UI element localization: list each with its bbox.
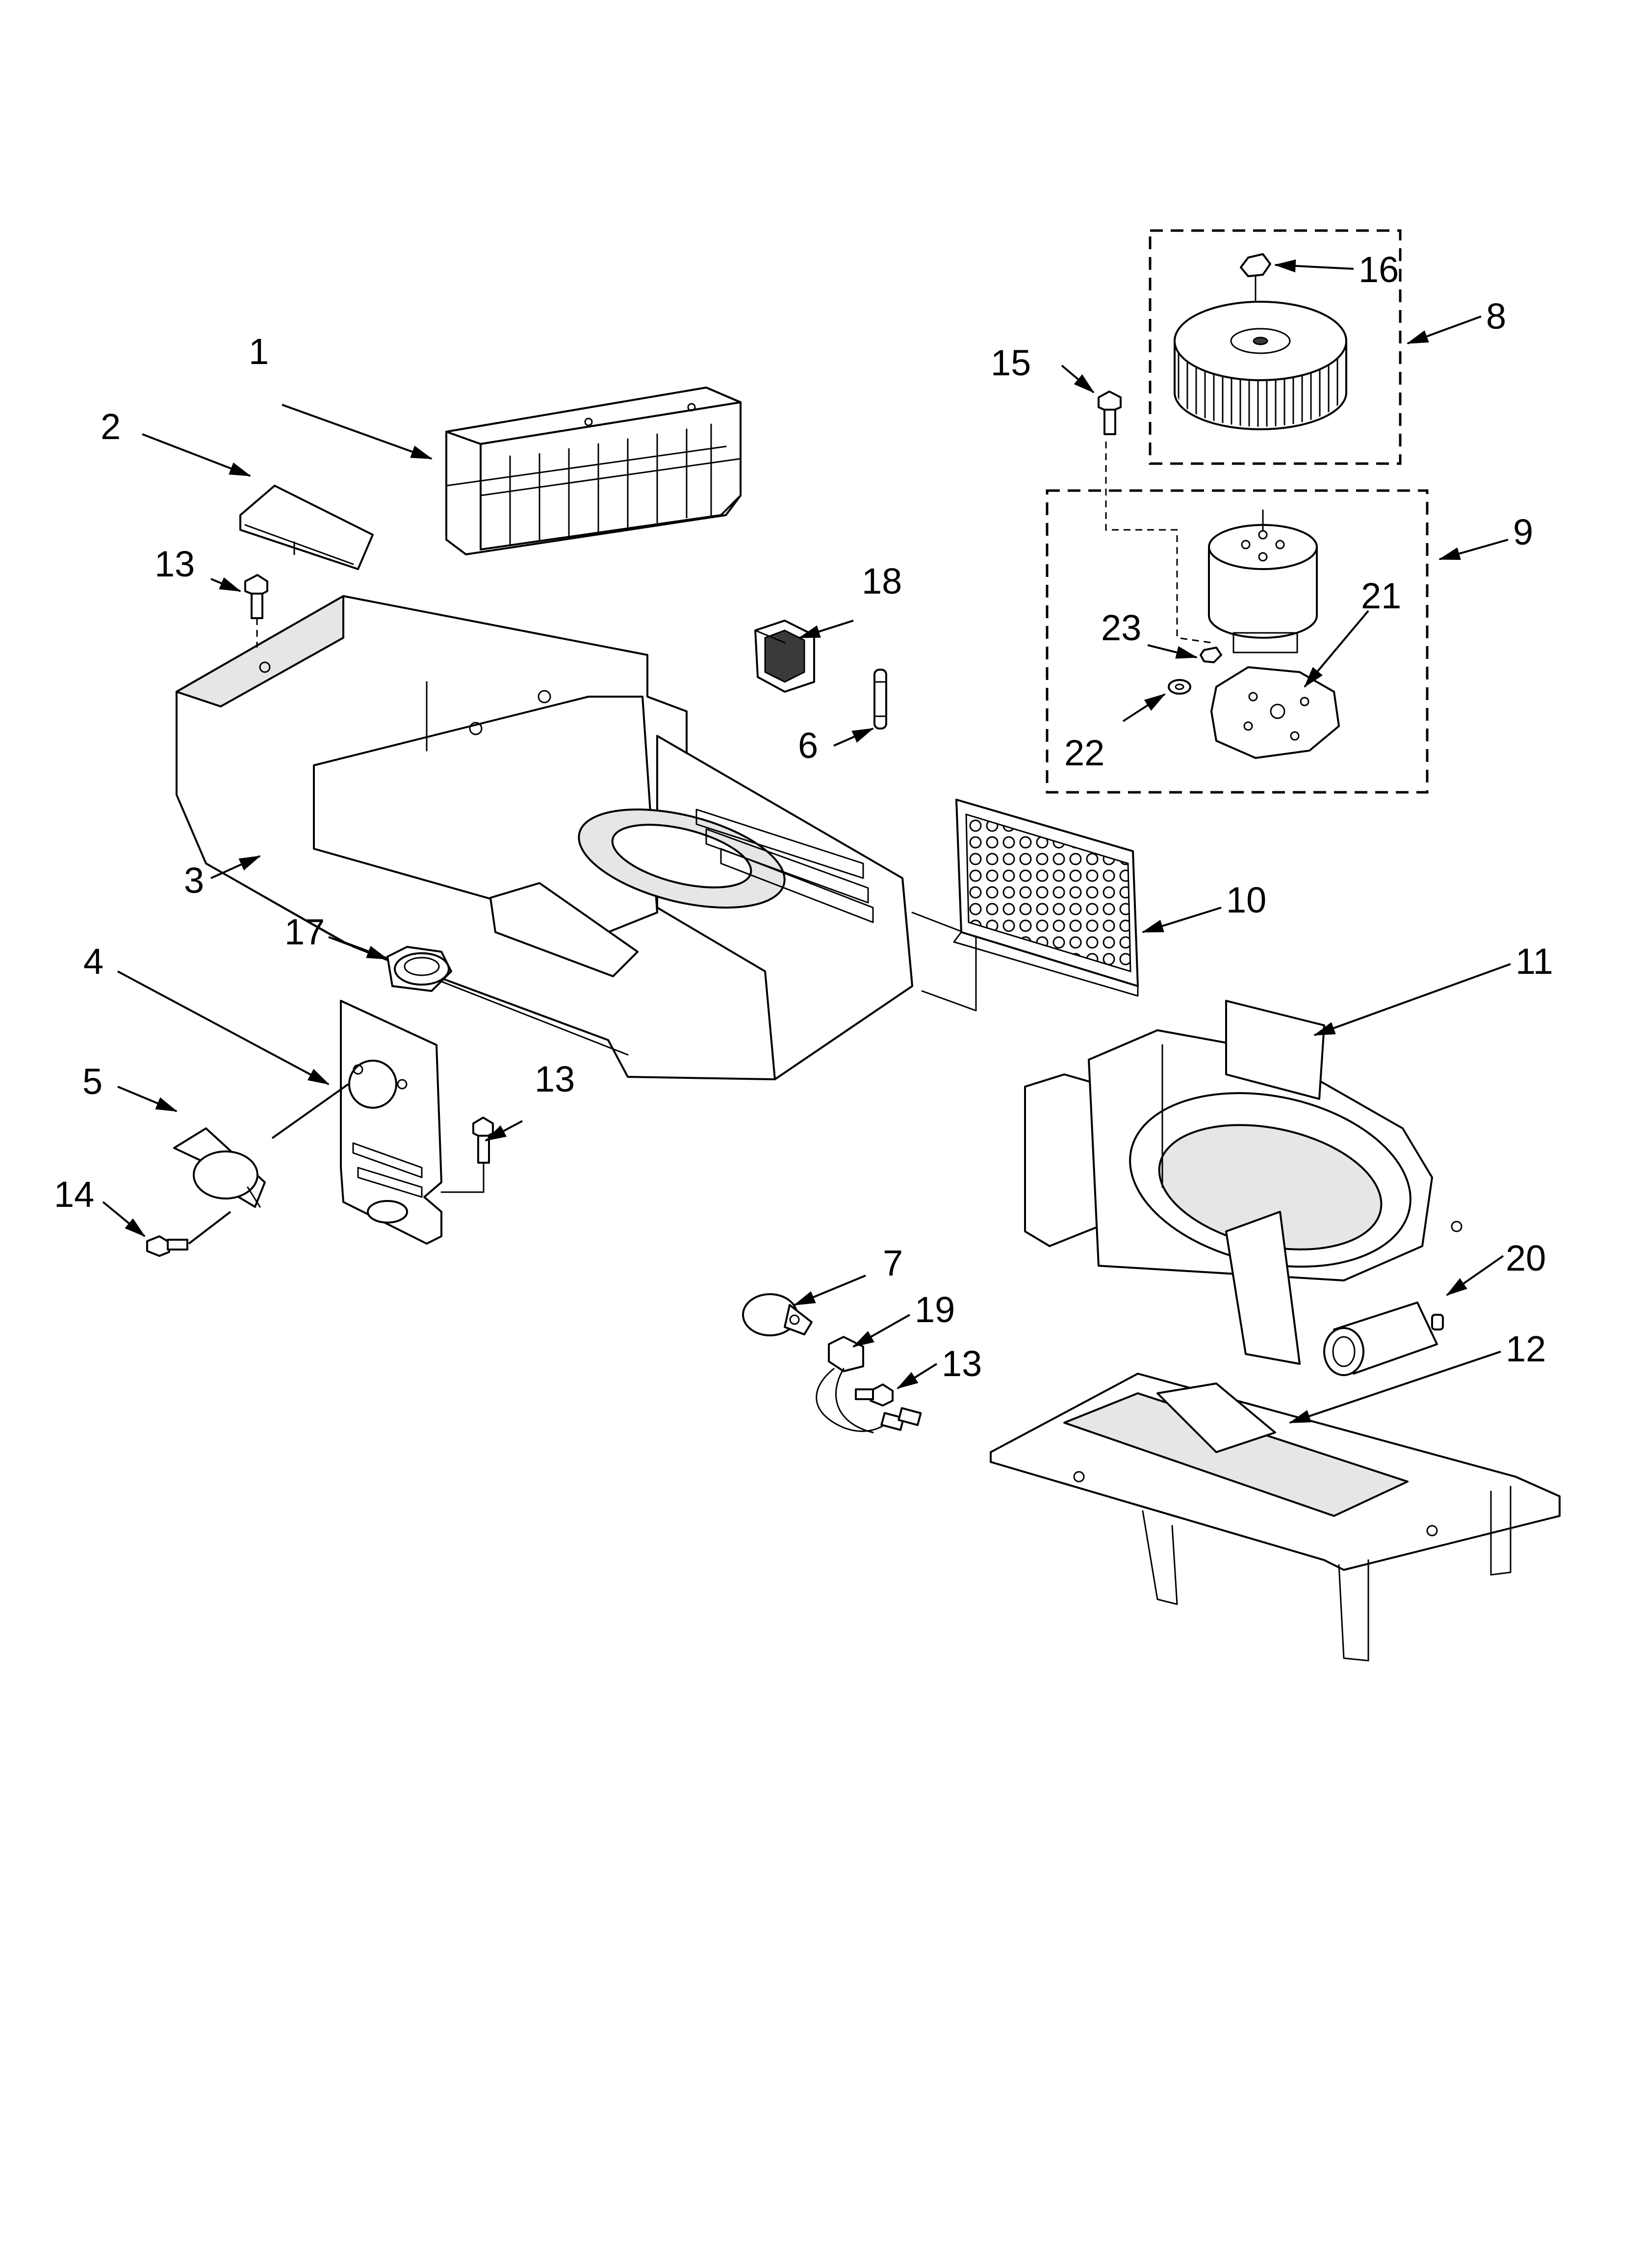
callout-6: 6: [798, 725, 818, 766]
callout-4: 4: [83, 941, 103, 982]
thermostat: [386, 946, 452, 992]
callout-12: 12: [1506, 1329, 1546, 1369]
callout-11: 11: [1515, 941, 1553, 982]
relay: [754, 620, 815, 693]
callout-22: 22: [1064, 732, 1104, 773]
callout-13-top: 13: [154, 544, 195, 584]
screw-upper-left: [244, 574, 268, 648]
capacitor: [1323, 1302, 1444, 1376]
main-air-duct: [176, 595, 977, 1080]
callout-1: 1: [249, 331, 269, 372]
callout-3: 3: [184, 860, 204, 901]
callout-5: 5: [82, 1061, 103, 1102]
callout-23: 23: [1101, 607, 1141, 648]
callout-19: 19: [915, 1289, 955, 1330]
washer: [1168, 679, 1191, 695]
blower-motor: [1046, 442, 1429, 794]
blower-wheel: [1149, 229, 1402, 465]
blower-housing: [1024, 1000, 1462, 1365]
air-deflector: [239, 485, 374, 570]
callout-20: 20: [1506, 1238, 1546, 1278]
lamp-bulb: [742, 1293, 813, 1336]
fuse: [873, 669, 887, 730]
callout-16: 16: [1359, 249, 1399, 290]
motor-mount-plate: [1210, 666, 1340, 759]
thermal-cutoff: [173, 1127, 266, 1208]
callout-14: 14: [54, 1174, 94, 1215]
lamp-socket-harness: [816, 1336, 922, 1434]
callout-17: 17: [284, 912, 325, 952]
screw-lamp: [855, 1383, 894, 1407]
perforated-grille: [953, 799, 1139, 997]
callout-9: 9: [1513, 512, 1533, 552]
callout-10: 10: [1226, 880, 1266, 920]
base-plate: [990, 1373, 1561, 1662]
screw-thermal: [146, 1235, 188, 1257]
vent-grille-box: [445, 387, 742, 555]
screw-blower: [1098, 391, 1122, 435]
screw-bracket: [440, 1117, 494, 1193]
callout-13-lamp: 13: [942, 1343, 982, 1384]
callout-18: 18: [862, 561, 902, 601]
small-nut: [1200, 647, 1222, 663]
callout-13-bracket: 13: [535, 1059, 575, 1099]
callout-8: 8: [1486, 296, 1506, 337]
callout-2: 2: [101, 406, 121, 447]
callout-7: 7: [883, 1243, 903, 1283]
callout-labels: 1 2 3 4 5 6 7 8 9 10 11 12 13 13 13 14 1…: [54, 249, 1553, 1384]
callout-21: 21: [1361, 575, 1401, 616]
mounting-bracket: [340, 1000, 442, 1245]
callout-15: 15: [991, 342, 1031, 383]
leader-arrows: [102, 259, 1511, 1424]
